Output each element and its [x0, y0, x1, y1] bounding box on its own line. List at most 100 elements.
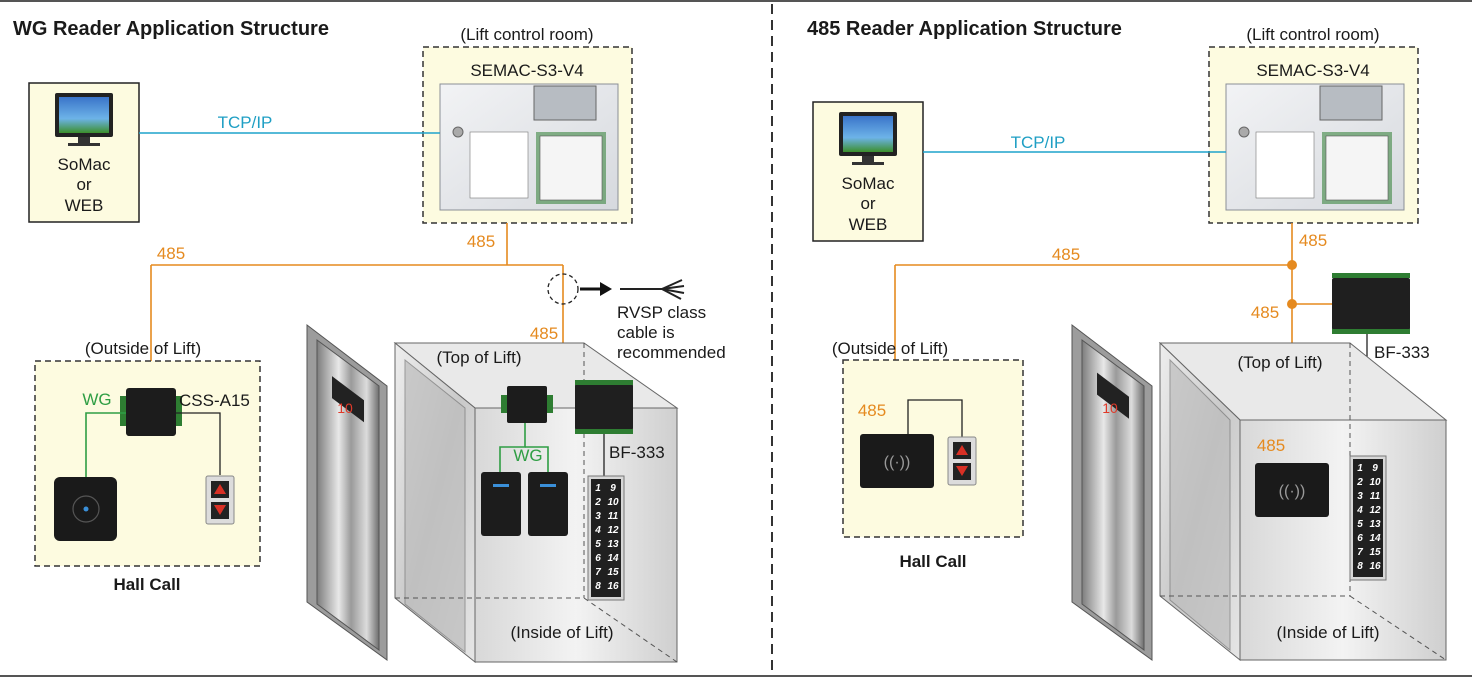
left-key-8: 8 — [595, 581, 601, 592]
left-485-label-top: 485 — [530, 324, 558, 343]
left-485-label-controller: 485 — [467, 232, 495, 251]
cable-highlight-circle — [547, 273, 579, 305]
left-key-14: 14 — [607, 553, 619, 564]
left-top-wg-line-a — [499, 423, 526, 472]
left-hall-call-buttons — [205, 475, 235, 525]
right-hall-call-label: Hall Call — [899, 552, 966, 571]
left-key-16: 16 — [607, 581, 619, 592]
cable-note-line2: cable is — [617, 323, 675, 342]
left-relay-board-name: BF-333 — [609, 443, 665, 462]
left-lift-cabin — [393, 341, 679, 664]
right-title: 485 Reader Application Structure — [807, 18, 1122, 40]
right-outside-caption: (Outside of Lift) — [832, 339, 948, 358]
left-key-2: 2 — [594, 497, 601, 508]
right-pc-label-line1: SoMac — [842, 174, 895, 193]
right-485-label-main: 485 — [1052, 245, 1080, 264]
right-key-12: 12 — [1369, 505, 1381, 516]
left-monitor-icon — [55, 93, 113, 146]
left-key-3: 3 — [595, 511, 601, 522]
right-floor-keypad — [1349, 455, 1387, 581]
right-key-11: 11 — [1370, 491, 1381, 502]
left-top-wg-line-b — [525, 446, 549, 472]
left-outside-wg-label: WG — [82, 390, 111, 409]
left-top-caption: (Top of Lift) — [436, 348, 521, 367]
right-bus-node-2 — [1287, 299, 1297, 309]
left-key-15: 15 — [607, 567, 619, 578]
left-bf333-board — [575, 380, 633, 434]
right-control-room-caption: (Lift control room) — [1246, 25, 1379, 44]
right-lift-door — [1071, 323, 1153, 661]
left-key-1: 1 — [595, 483, 601, 494]
right-hall-485-reader: ((·)) — [860, 434, 934, 488]
left-top-controller — [501, 386, 553, 423]
left-key-5: 5 — [595, 539, 601, 550]
right-485-label-controller: 485 — [1299, 231, 1327, 250]
right-key-1: 1 — [1357, 463, 1363, 474]
left-reader-controller-name: CSS-A15 — [179, 391, 250, 410]
left-key-7: 7 — [595, 567, 601, 578]
cable-arrow-head — [600, 282, 612, 296]
left-key-11: 11 — [608, 511, 619, 522]
cable-note-line1: RVSP class — [617, 303, 706, 322]
left-inside-reader-1 — [481, 472, 521, 536]
left-lift-door — [306, 323, 388, 661]
right-controller-name: SEMAC-S3-V4 — [1256, 61, 1369, 80]
right-keypad-labels: 1 2 3 4 5 6 7 8 9 10 11 12 13 14 15 16 — [1356, 463, 1381, 572]
left-key-12: 12 — [607, 525, 619, 536]
right-key-13: 13 — [1369, 519, 1381, 530]
left-controller-cabinet — [439, 83, 619, 211]
right-lift-cabin — [1158, 341, 1448, 662]
left-hall-button-line — [176, 412, 221, 475]
left-hall-reader — [54, 477, 117, 541]
left-key-9: 9 — [610, 483, 616, 494]
right-key-15: 15 — [1369, 547, 1381, 558]
left-outside-caption: (Outside of Lift) — [85, 339, 201, 358]
right-hall-button-line — [907, 399, 963, 438]
cable-icon — [620, 279, 685, 300]
right-inside-485-reader: ((·)) — [1255, 463, 1329, 517]
left-pc-label-line3: WEB — [65, 196, 104, 215]
right-485-label-board: 485 — [1251, 303, 1279, 322]
right-key-2: 2 — [1356, 477, 1363, 488]
right-top-caption: (Top of Lift) — [1237, 353, 1322, 372]
right-key-3: 3 — [1357, 491, 1363, 502]
svg-text:((·)): ((·)) — [1279, 483, 1306, 500]
right-inside-485-label: 485 — [1257, 436, 1285, 455]
left-key-4: 4 — [594, 525, 601, 536]
cable-note-line3: recommended — [617, 343, 726, 362]
left-outside-wg-line — [85, 412, 126, 480]
right-key-4: 4 — [1356, 505, 1363, 516]
left-keypad-labels: 1 2 3 4 5 6 7 8 9 10 11 12 13 14 15 16 — [594, 483, 619, 592]
left-floor-display: 10 — [337, 400, 353, 416]
right-monitor-icon — [839, 112, 897, 165]
right-key-10: 10 — [1369, 477, 1381, 488]
right-floor-display: 10 — [1102, 400, 1118, 416]
right-key-7: 7 — [1357, 547, 1363, 558]
right-key-5: 5 — [1357, 519, 1363, 530]
right-relay-board-name: BF-333 — [1374, 343, 1430, 362]
left-485-label-branch: 485 — [157, 244, 185, 263]
left-title: WG Reader Application Structure — [13, 18, 329, 40]
right-key-14: 14 — [1369, 533, 1381, 544]
left-key-10: 10 — [607, 497, 619, 508]
right-key-9: 9 — [1372, 463, 1378, 474]
right-key-6: 6 — [1357, 533, 1363, 544]
right-tcpip-label: TCP/IP — [1011, 133, 1066, 152]
left-controller-name: SEMAC-S3-V4 — [470, 61, 583, 80]
right-bf333-board — [1332, 273, 1410, 334]
left-top-wg-label: WG — [513, 446, 542, 465]
left-floor-keypad — [587, 475, 625, 601]
left-control-room-caption: (Lift control room) — [460, 25, 593, 44]
svg-text:((·)): ((·)) — [884, 454, 911, 471]
right-bus-node-1 — [1287, 260, 1297, 270]
right-pc-label-line2: or — [860, 194, 875, 213]
left-hall-call-label: Hall Call — [113, 575, 180, 594]
right-outside-485-label: 485 — [858, 401, 886, 420]
right-key-16: 16 — [1369, 561, 1381, 572]
right-key-8: 8 — [1357, 561, 1363, 572]
left-pc-label-line1: SoMac — [58, 155, 111, 174]
right-controller-cabinet — [1225, 83, 1405, 211]
right-inside-caption: (Inside of Lift) — [1277, 623, 1380, 642]
